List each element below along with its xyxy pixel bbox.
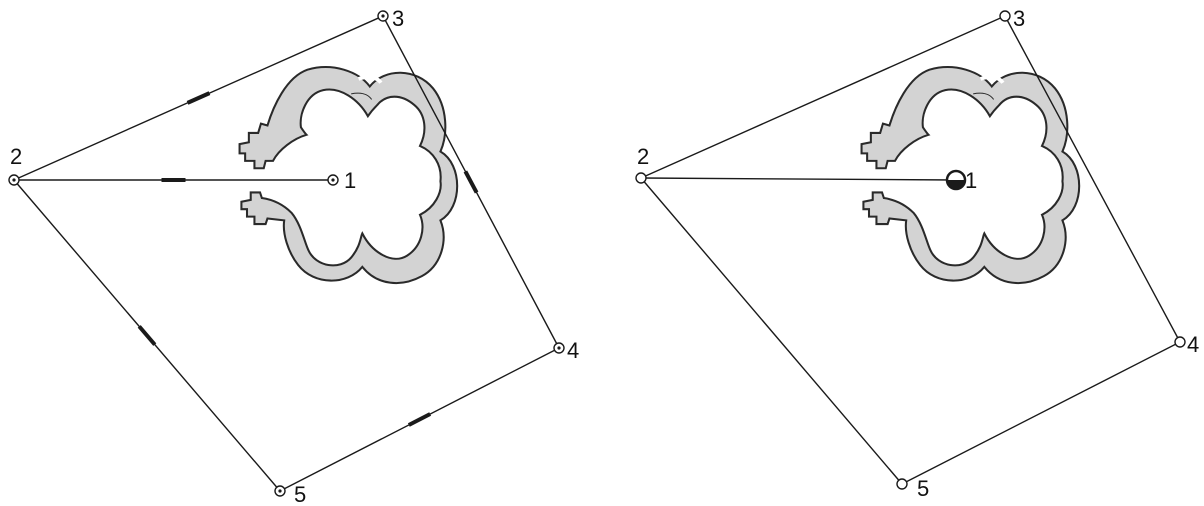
node-label: 1 — [344, 168, 356, 193]
node-marker-icon — [635, 172, 647, 184]
node-label: 2 — [10, 144, 22, 169]
node-4: 4 — [553, 338, 579, 363]
edge-tick-mark — [463, 170, 479, 194]
node-label: 4 — [1187, 332, 1199, 357]
node-label: 3 — [1013, 6, 1025, 31]
node-2: 2 — [635, 144, 649, 184]
node-marker-icon — [1174, 336, 1186, 348]
edge-tick-mark — [186, 91, 211, 105]
node-marker-icon — [896, 478, 908, 490]
left-diagram: 1 2 3 4 5 — [8, 6, 579, 506]
node-2: 2 — [8, 144, 22, 186]
node-1: 1 — [327, 168, 356, 193]
edge-3-4 — [1004, 15, 1181, 343]
node-3: 3 — [377, 6, 404, 31]
node-label: 5 — [294, 482, 306, 506]
node-label: 3 — [392, 6, 404, 31]
node-label: 5 — [917, 476, 929, 501]
node-label: 1 — [965, 168, 977, 193]
node-5: 5 — [274, 482, 306, 506]
node-label: 2 — [637, 144, 649, 169]
node-center-dot — [381, 14, 385, 18]
node-3: 3 — [999, 6, 1025, 31]
node-5: 5 — [896, 476, 929, 501]
edge-5-2 — [640, 177, 903, 485]
node-marker-icon — [999, 10, 1011, 22]
edge-2-1 — [640, 177, 957, 181]
node-label: 4 — [567, 338, 579, 363]
right-diagram: 1 2 3 4 5 — [635, 6, 1199, 501]
node-1: 1 — [945, 168, 977, 193]
node-marker-fill — [947, 180, 965, 189]
node-center-dot — [331, 178, 335, 182]
edge-tick-mark — [407, 412, 432, 427]
edge-2-3 — [640, 15, 1006, 179]
edge-tick-mark — [137, 325, 157, 346]
edge-4-5 — [901, 341, 1181, 485]
node-center-dot — [557, 346, 561, 350]
node-center-dot — [12, 178, 16, 182]
node-4: 4 — [1174, 332, 1199, 357]
node-center-dot — [278, 489, 282, 493]
